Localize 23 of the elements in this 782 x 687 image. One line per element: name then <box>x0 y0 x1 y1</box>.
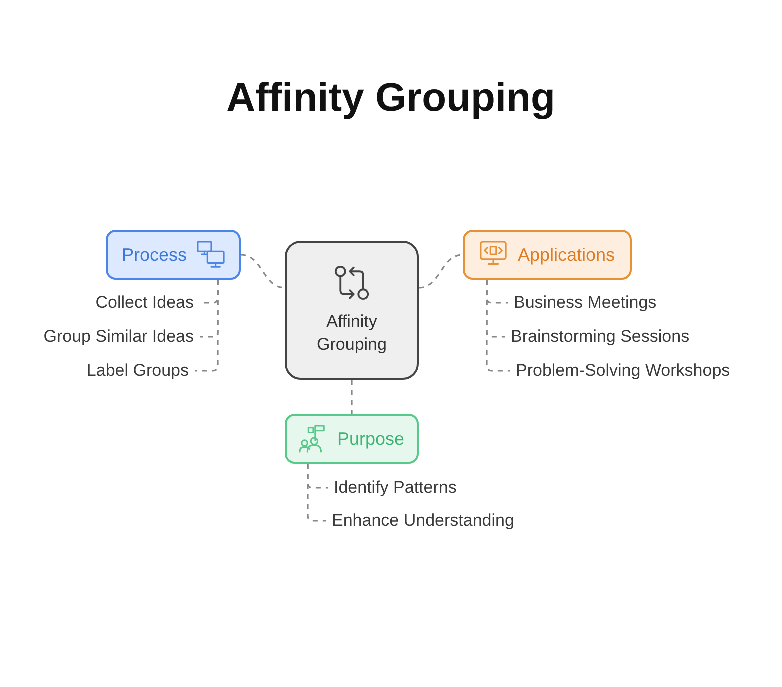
category-label: Applications <box>518 244 616 267</box>
item-text: Group Similar Ideas <box>44 326 194 348</box>
category-label: Purpose <box>337 428 405 451</box>
item-text: Business Meetings <box>514 292 657 314</box>
item-text: Brainstorming Sessions <box>511 326 690 348</box>
item-text: Collect Ideas <box>96 292 194 314</box>
item-text: Enhance Understanding <box>332 510 514 532</box>
topic-label: Affinity Grouping <box>316 310 388 356</box>
dashed-connector <box>307 464 326 522</box>
dashed-connector <box>195 280 219 372</box>
category-box <box>285 414 419 464</box>
category-label: Process <box>122 244 188 267</box>
dashed-connector <box>240 254 286 289</box>
dashed-connector <box>418 254 464 289</box>
item-text: Label Groups <box>86 360 189 382</box>
item-text: Problem-Solving Workshops <box>516 360 730 382</box>
dashed-connector <box>351 380 353 414</box>
category-box <box>106 230 241 280</box>
category-box <box>463 230 632 280</box>
item-text: Identify Patterns <box>334 477 457 499</box>
dashed-connector <box>486 280 510 372</box>
diagram-title: Affinity Grouping <box>226 76 556 121</box>
central-topic-box <box>285 241 419 380</box>
